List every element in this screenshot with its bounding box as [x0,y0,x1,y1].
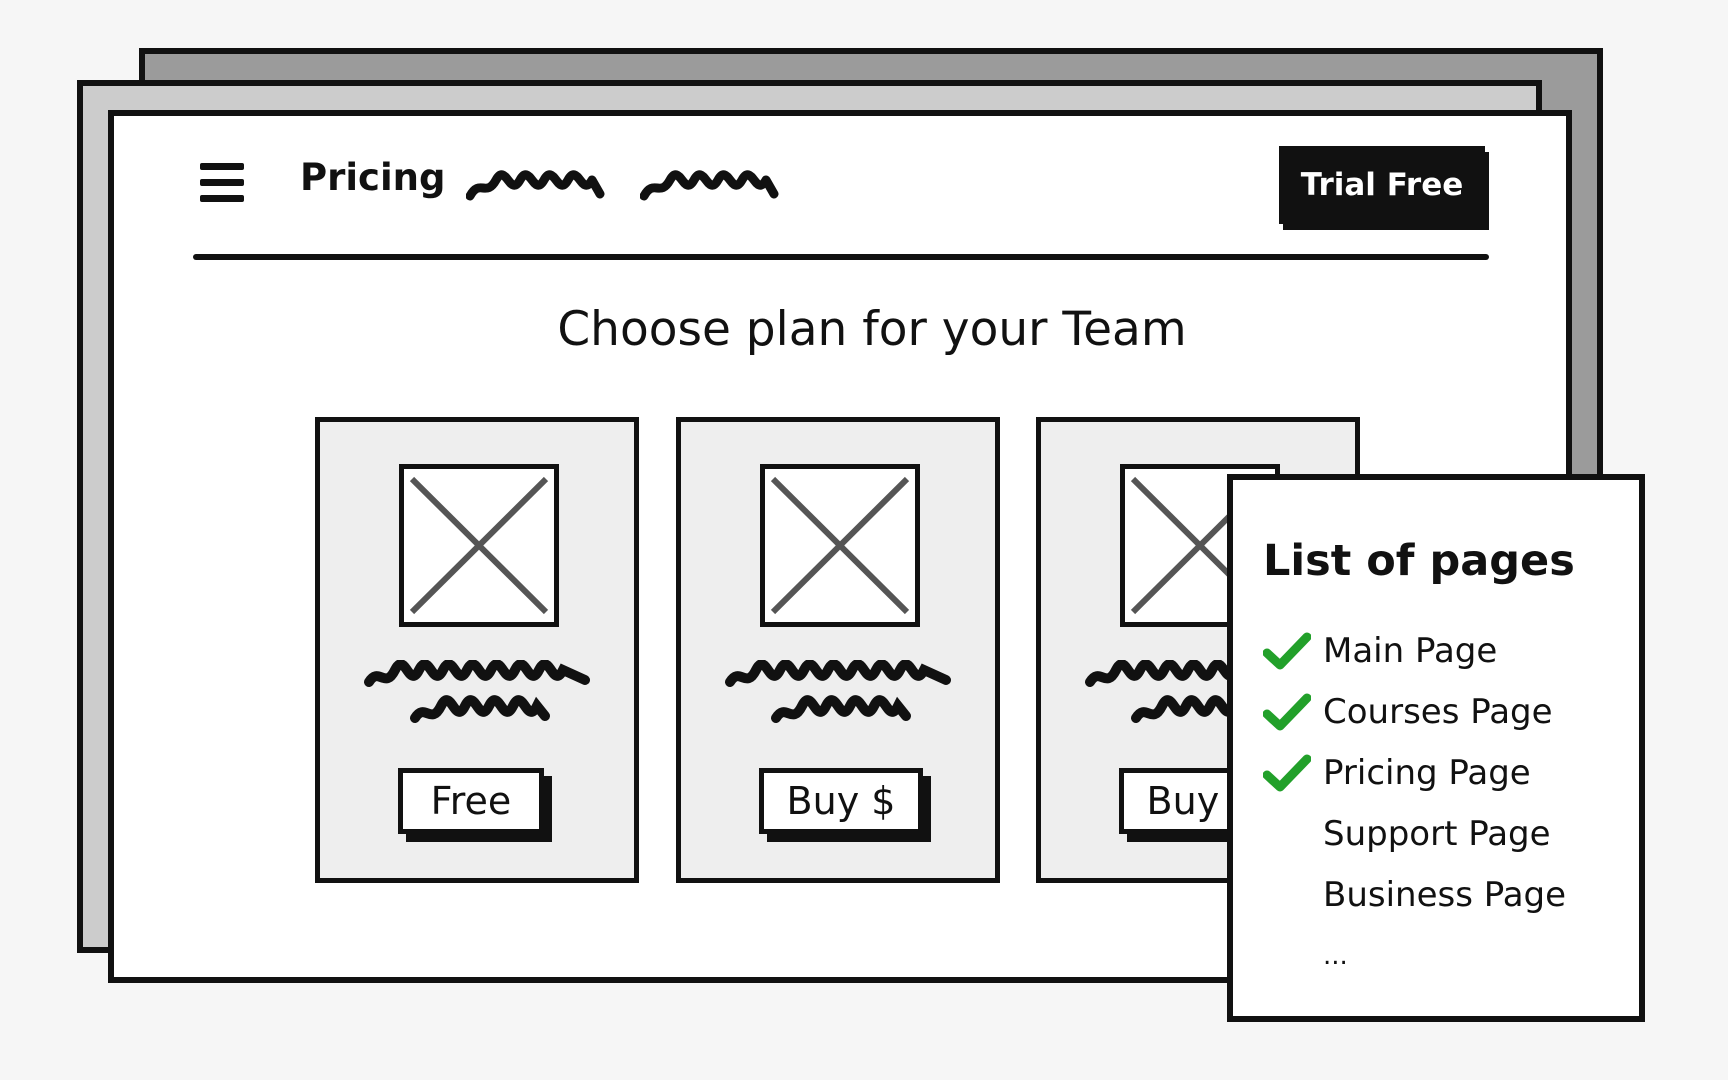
pages-list-panel: List of pages Main Page Courses Page Pri… [1227,474,1645,1022]
nav-item-pricing[interactable]: Pricing [300,156,446,199]
page-title: Choose plan for your Team [557,302,1187,357]
check-placeholder [1263,875,1311,915]
pages-list-item[interactable]: ... [1263,925,1566,986]
pages-list-item[interactable]: Courses Page [1263,681,1566,742]
check-icon [1263,693,1311,730]
pages-list-item-label: Main Page [1323,630,1498,671]
header-divider [193,254,1489,260]
pages-list-item-label: Support Page [1323,813,1551,854]
pages-list-item[interactable]: Support Page [1263,803,1566,864]
image-placeholder-icon [760,464,920,627]
check-icon [1263,632,1311,669]
pages-list-item[interactable]: Pricing Page [1263,742,1566,803]
pages-list-item[interactable]: Main Page [1263,620,1566,681]
plan-card: Free [315,417,639,883]
trial-free-button[interactable]: Trial Free [1279,146,1485,224]
menu-icon[interactable] [200,163,244,202]
pages-list-item-label: Business Page [1323,874,1567,915]
check-placeholder [1263,814,1311,854]
pages-list-item-label: ... [1323,940,1348,971]
pages-list-item[interactable]: Business Page [1263,864,1566,925]
pages-list: Main Page Courses Page Pricing Page Supp… [1263,620,1566,986]
check-placeholder [1263,936,1311,976]
plan-buy-button[interactable]: Buy $ [759,768,923,834]
pages-list-item-label: Pricing Page [1323,752,1531,793]
plan-description-scribble [725,660,951,723]
plan-description-scribble [364,660,590,723]
pages-list-title: List of pages [1263,536,1575,586]
pages-list-item-label: Courses Page [1323,691,1553,732]
image-placeholder-icon [399,464,559,627]
nav-item-placeholder-scribble[interactable] [640,168,780,204]
plan-free-button[interactable]: Free [398,768,544,834]
plan-card: Buy $ [676,417,1000,883]
check-icon [1263,754,1311,791]
nav-item-placeholder-scribble[interactable] [466,168,606,204]
